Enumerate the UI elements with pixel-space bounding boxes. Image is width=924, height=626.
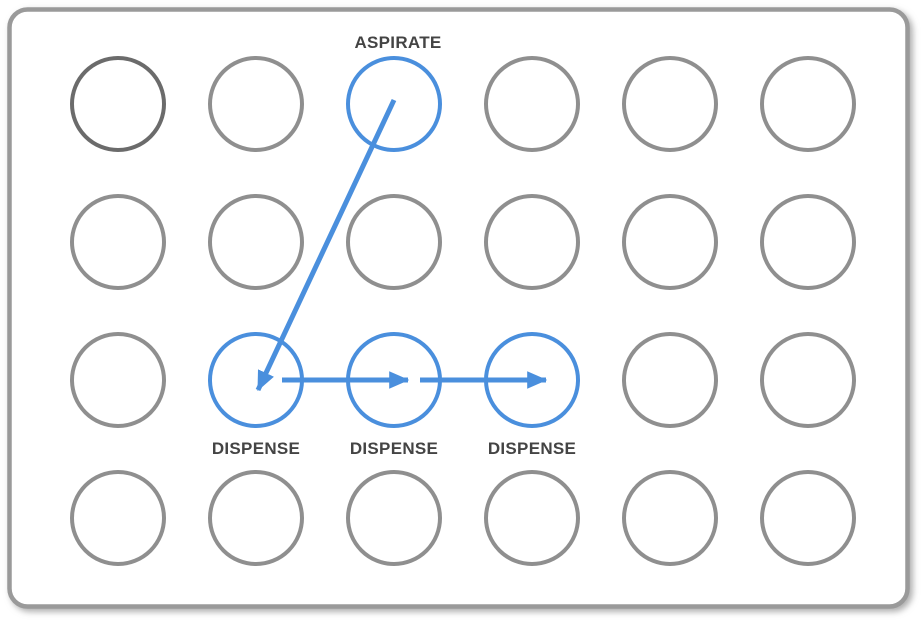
well-D2[interactable] (208, 470, 304, 566)
well-A3[interactable] (346, 56, 442, 152)
wells-layer (70, 56, 856, 566)
arrow-aspirate-to-dispense-1 (255, 98, 397, 392)
well-C6[interactable] (760, 332, 856, 428)
label-dispense-3: DISPENSE (488, 439, 576, 458)
well-B1[interactable] (70, 194, 166, 290)
panel-background (7, 7, 910, 609)
well-A1[interactable] (70, 56, 166, 152)
well-B3[interactable] (346, 194, 442, 290)
label-aspirate: ASPIRATE (354, 33, 441, 52)
well-B4[interactable] (484, 194, 580, 290)
well-C5[interactable] (622, 332, 718, 428)
well-A2[interactable] (208, 56, 304, 152)
label-dispense-2: DISPENSE (350, 439, 438, 458)
well-B6[interactable] (760, 194, 856, 290)
well-B2[interactable] (208, 194, 304, 290)
well-D5[interactable] (622, 470, 718, 566)
well-D1[interactable] (70, 470, 166, 566)
well-D4[interactable] (484, 470, 580, 566)
well-C1[interactable] (70, 332, 166, 428)
well-D3[interactable] (346, 470, 442, 566)
well-D6[interactable] (760, 470, 856, 566)
well-A4[interactable] (484, 56, 580, 152)
well-labels-layer: ASPIRATE DISPENSE DISPENSE DISPENSE (212, 33, 576, 458)
panel (7, 7, 910, 609)
label-dispense-1: DISPENSE (212, 439, 300, 458)
well-A6[interactable] (760, 56, 856, 152)
well-B5[interactable] (622, 194, 718, 290)
well-A5[interactable] (622, 56, 718, 152)
flow-arrows-layer (255, 98, 548, 392)
